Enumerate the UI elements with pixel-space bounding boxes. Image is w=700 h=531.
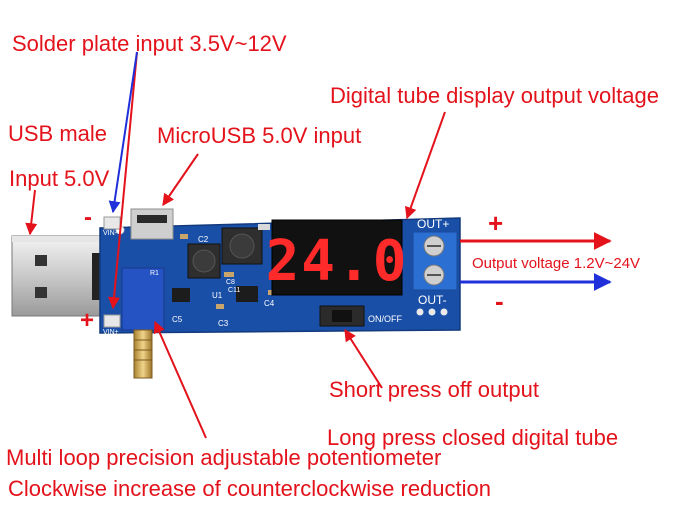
label-solder-plate: Solder plate input 3.5V~12V — [12, 31, 287, 56]
silk-vin-plus: VIN+ — [103, 329, 119, 336]
label-output-voltage: Output voltage 1.2V~24V — [472, 255, 641, 272]
digital-display-readout: 24.0 — [266, 229, 409, 294]
silk-c8: C8 — [226, 279, 235, 286]
silk-r1: R1 — [150, 270, 159, 277]
label-microusb: MicroUSB 5.0V input — [157, 123, 362, 148]
silk-out-plus: OUT+ — [417, 217, 449, 231]
silk-u1: U1 — [212, 291, 223, 300]
output-plus-sign: + — [488, 208, 504, 238]
silk-c3: C3 — [218, 319, 229, 328]
silk-on-off: ON/OFF — [368, 314, 402, 324]
label-digital-tube: Digital tube display output voltage — [330, 83, 659, 108]
silk-out-minus: OUT- — [418, 293, 447, 307]
label-long-press: Long press closed digital tube — [327, 425, 619, 450]
silk-c11: C11 — [228, 287, 240, 294]
potentiometer — [121, 267, 165, 379]
annotation-arrows — [25, 51, 446, 439]
label-short-press: Short press off output — [329, 377, 539, 402]
silk-c5: C5 — [172, 315, 183, 324]
output-arrows — [460, 232, 612, 291]
input-minus-sign: - — [84, 204, 92, 231]
silk-c4: C4 — [264, 299, 275, 308]
label-potentiometer: Multi loop precision adjustable potentio… — [6, 445, 442, 470]
silk-d3: D3 — [260, 213, 271, 222]
label-input-5v: Input 5.0V — [9, 166, 110, 191]
silk-vin-minus: VIN- — [103, 230, 118, 237]
pcb-board — [99, 208, 461, 334]
output-minus-sign: - — [495, 286, 504, 316]
label-clockwise: Clockwise increase of counterclockwise r… — [8, 476, 491, 501]
input-plus-sign: + — [80, 307, 95, 334]
label-usb-male: USB male — [8, 121, 108, 146]
silk-c2: C2 — [198, 235, 209, 244]
